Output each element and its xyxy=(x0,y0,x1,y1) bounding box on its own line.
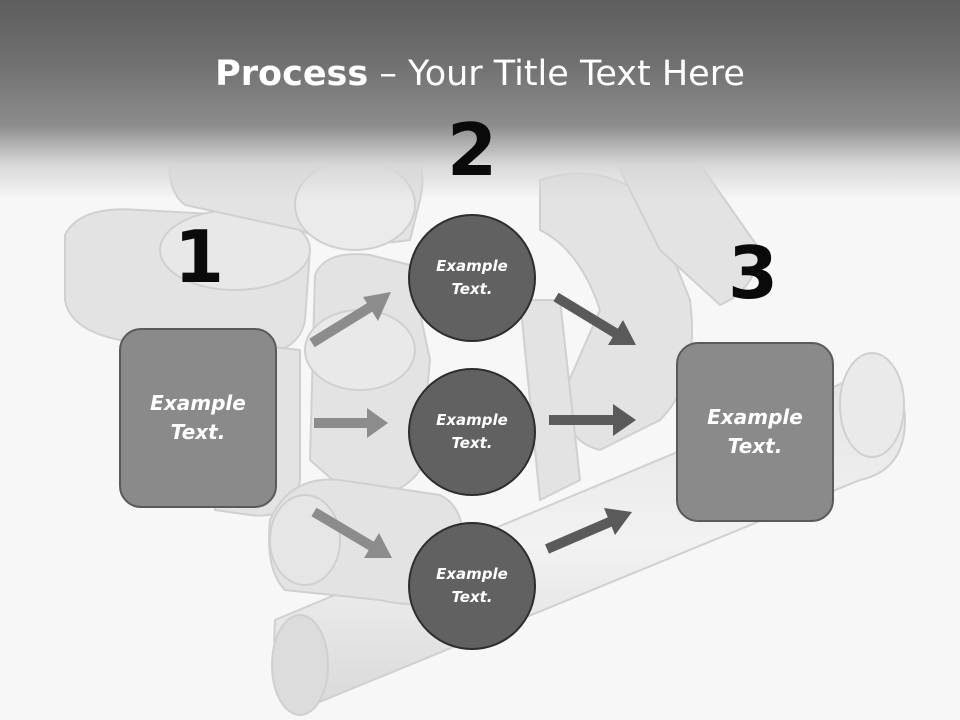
process-box-start[interactable]: Example Text. xyxy=(119,328,277,508)
process-box-end[interactable]: Example Text. xyxy=(676,342,834,522)
slide-title-bold: Process xyxy=(215,54,369,94)
process-circle-middle[interactable]: Example Text. xyxy=(408,368,536,496)
process-box-end-line2: Text. xyxy=(727,434,783,458)
process-circle-bottom-line1: Example xyxy=(436,565,508,583)
arrow-left-to-middle xyxy=(314,408,388,438)
arrow-middle-to-right xyxy=(549,404,636,436)
arrow-left-to-bottom xyxy=(311,507,392,558)
slide-title-rest: – Your Title Text Here xyxy=(368,54,745,94)
slide-title: Process – Your Title Text Here xyxy=(0,52,960,96)
process-box-end-line1: Example xyxy=(707,405,803,429)
process-circle-top-line1: Example xyxy=(436,257,508,275)
process-circle-middle-line1: Example xyxy=(436,411,508,429)
process-circle-top-line2: Text. xyxy=(451,280,493,298)
arrow-bottom-to-right xyxy=(545,508,632,554)
process-box-start-line1: Example xyxy=(150,391,246,415)
process-circle-top[interactable]: Example Text. xyxy=(408,214,536,342)
process-circle-middle-line2: Text. xyxy=(451,434,493,452)
arrow-left-to-top xyxy=(309,292,391,348)
step-number-2: 2 xyxy=(446,108,498,192)
process-circle-bottom-line2: Text. xyxy=(451,588,493,606)
process-circle-bottom[interactable]: Example Text. xyxy=(408,522,536,650)
step-number-1: 1 xyxy=(173,215,225,299)
process-box-start-line2: Text. xyxy=(170,420,226,444)
header-band xyxy=(0,0,960,200)
arrow-top-to-right xyxy=(553,292,636,345)
step-number-3: 3 xyxy=(727,231,779,315)
